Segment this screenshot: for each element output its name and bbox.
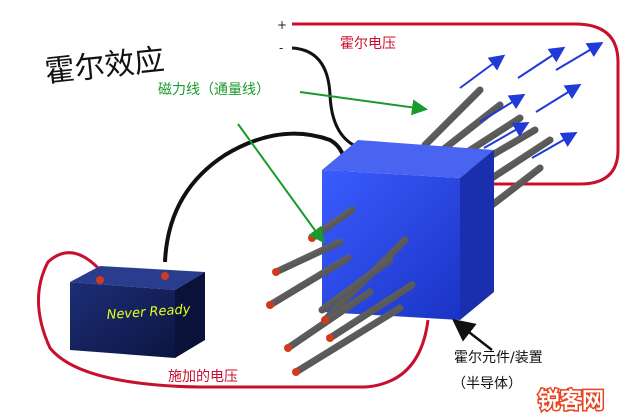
- watermark-logo: 锐客网: [538, 388, 604, 414]
- semiconductor-label: （半导体）: [452, 376, 522, 392]
- flux-arrows: [459, 41, 604, 159]
- hall-voltage-label: 霍尔电压: [340, 36, 396, 52]
- plus-sign: +: [277, 18, 287, 32]
- battery-wire-negative: [163, 131, 348, 263]
- battery: Never Ready: [70, 266, 205, 358]
- hall-element-pointer: [452, 318, 493, 351]
- applied-voltage-label: 施加的电压: [168, 369, 238, 385]
- field-lines-label: 磁力线（通量线）: [158, 82, 270, 98]
- hall-element-label: 霍尔元件/装置: [454, 350, 543, 366]
- field-line-pointers: [237, 91, 428, 244]
- hall-voltage-wire-positive: [292, 22, 620, 186]
- hall-voltage-wire-negative: [291, 46, 361, 150]
- battery-terminal-negative: [161, 272, 169, 280]
- page-title: 霍尔效应: [43, 43, 166, 90]
- applied-voltage-wire: [37, 251, 430, 389]
- minus-sign: -: [279, 41, 283, 55]
- battery-terminal-positive: [96, 276, 104, 284]
- battery-label: Never Ready: [106, 302, 191, 323]
